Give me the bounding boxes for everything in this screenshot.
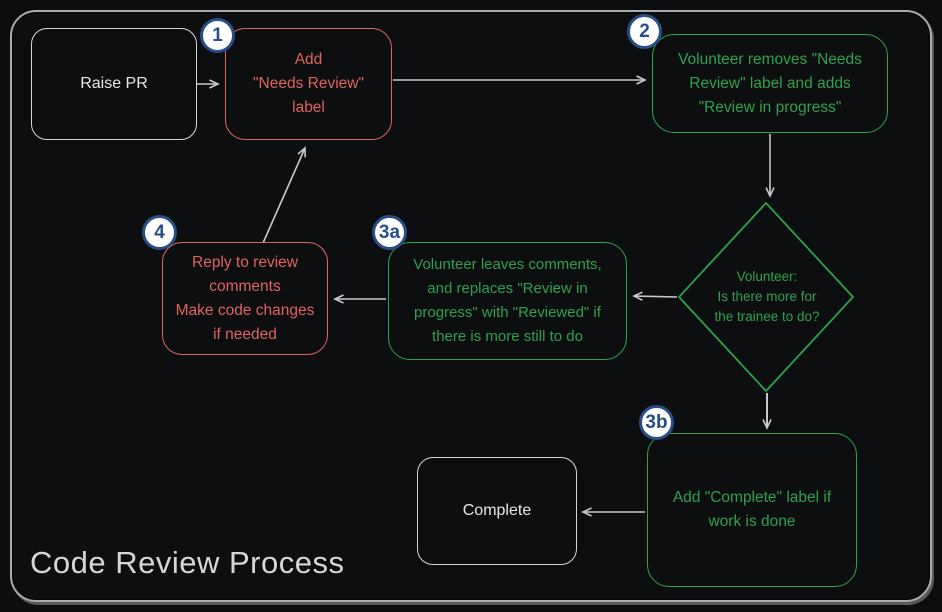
node-volunteer-leaves-comments: Volunteer leaves comments, and replaces … bbox=[388, 242, 627, 360]
step-badge-4: 4 bbox=[142, 215, 177, 250]
decision-diamond-shape bbox=[678, 202, 854, 392]
edge-step4-to-step1 bbox=[262, 146, 307, 244]
diagram-title: Code Review Process bbox=[30, 545, 345, 580]
node-reply-to-review-comments: Reply to review comments Make code chang… bbox=[162, 242, 328, 355]
step-badge-2: 2 bbox=[627, 14, 662, 49]
step-badge-3a: 3a bbox=[372, 215, 407, 250]
node-add-needs-review-label: Add "Needs Review" label bbox=[225, 28, 392, 140]
node-complete: Complete bbox=[417, 457, 577, 565]
node-raise-pr: Raise PR bbox=[31, 28, 197, 140]
edge-decision-to-step3a bbox=[632, 291, 678, 301]
node-decision-label: Volunteer: Is there more for the trainee… bbox=[714, 269, 820, 324]
node-add-complete-label: Add "Complete" label if work is done bbox=[647, 433, 857, 587]
step-badge-1: 1 bbox=[200, 18, 235, 53]
step-badge-3b: 3b bbox=[639, 405, 674, 440]
diagram-frame bbox=[10, 10, 932, 602]
node-volunteer-removes-label: Volunteer removes "Needs Review" label a… bbox=[652, 34, 888, 133]
